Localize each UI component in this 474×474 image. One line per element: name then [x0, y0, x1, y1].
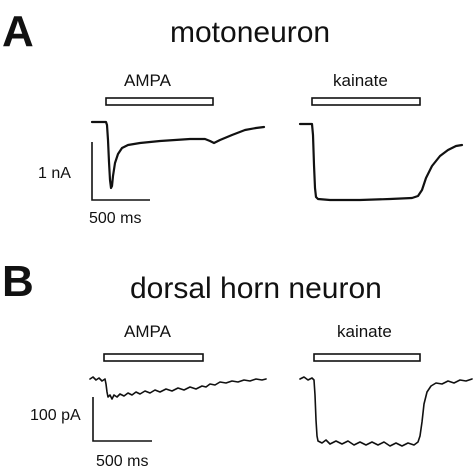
panel-b-scale-y-label: 100 pA	[30, 407, 81, 424]
panel-a-ampa-bar	[105, 97, 214, 106]
panel-a-scale-x-label: 500 ms	[89, 210, 141, 227]
panel-b-letter: B	[2, 257, 34, 306]
panel-b-scale-bar	[92, 397, 152, 442]
panel-a-kainate-label: kainate	[333, 71, 388, 90]
panel-a: A motoneuron AMPA kainate 1 nA 500 ms	[2, 7, 464, 227]
panel-b-title: dorsal horn neuron	[130, 272, 382, 305]
panel-a-ampa-trace	[90, 120, 266, 190]
panel-a-scale-y-label: 1 nA	[38, 165, 71, 182]
panel-a-kainate-bar	[311, 97, 421, 106]
panel-b-kainate-bar	[313, 353, 421, 362]
panel-a-scale-bar	[91, 142, 150, 201]
panel-b-kainate-trace	[299, 376, 473, 447]
panel-a-kainate-trace	[298, 122, 464, 202]
panel-a-title: motoneuron	[170, 16, 330, 49]
panel-b: B dorsal horn neuron AMPA kainate 100 pA…	[2, 257, 473, 470]
panel-b-kainate-label: kainate	[337, 322, 392, 341]
panel-b-ampa-label: AMPA	[124, 322, 172, 341]
panel-a-ampa-label: AMPA	[124, 71, 172, 90]
panel-a-letter: A	[2, 7, 34, 56]
panel-b-scale-x-label: 500 ms	[96, 453, 148, 470]
panel-b-ampa-trace	[89, 376, 267, 400]
panel-b-ampa-bar	[103, 353, 204, 362]
